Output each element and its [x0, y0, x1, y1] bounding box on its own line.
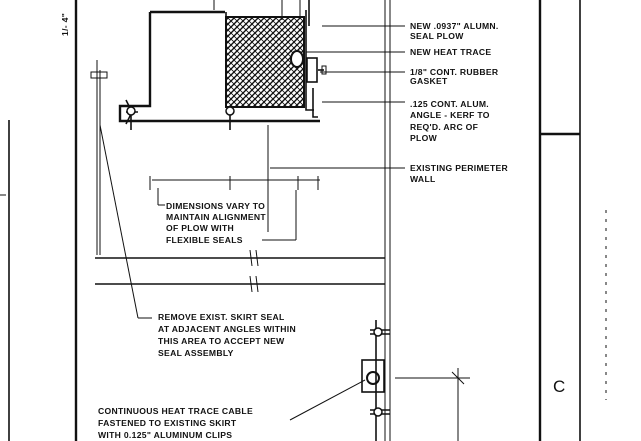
callout-line: NEW .0937" ALUMN.	[410, 21, 499, 31]
break-lines	[95, 249, 385, 293]
callout-line: OF PLOW WITH	[166, 223, 234, 233]
callout-line: NEW HEAT TRACE	[410, 47, 491, 57]
vertical-dimension-label: 1/- 4"	[60, 13, 70, 36]
callout-line: WITH 0.125" ALUMINUM CLIPS	[98, 430, 232, 440]
callout-skirt-seal: REMOVE EXIST. SKIRT SEAL AT ADJACENT ANG…	[158, 312, 296, 358]
callout-line: REQ'D. ARC OF	[410, 122, 478, 132]
leader-lines	[99, 25, 405, 421]
callout-heat-trace: NEW HEAT TRACE	[410, 47, 491, 57]
callout-line: AT ADJACENT ANGLES WITHIN	[158, 324, 296, 334]
callout-line: WALL	[410, 174, 436, 184]
callout-line: SEAL PLOW	[410, 31, 464, 41]
callout-line: DIMENSIONS VARY TO	[166, 201, 265, 211]
callout-line: THIS AREA TO ACCEPT NEW	[158, 336, 285, 346]
callout-perimeter-wall: EXISTING PERIMETER WALL	[410, 163, 509, 184]
dimension-strings	[149, 125, 320, 241]
callout-line: SEAL ASSEMBLY	[158, 348, 234, 358]
callout-line: ANGLE - KERF TO	[410, 110, 490, 120]
callout-line: FASTENED TO EXISTING SKIRT	[98, 418, 237, 428]
existing-perimeter-wall	[90, 0, 391, 441]
callout-line: MAINTAIN ALIGNMENT	[166, 212, 266, 222]
callout-line: FLEXIBLE SEALS	[166, 235, 243, 245]
callout-line: 1/8" CONT. RUBBER	[410, 67, 499, 77]
heat-trace-cable	[290, 50, 304, 68]
existing-skirt-section	[361, 320, 470, 441]
sheet-frame	[0, 0, 607, 441]
callout-dimensions: DIMENSIONS VARY TO MAINTAIN ALIGNMENT OF…	[166, 201, 266, 245]
callout-line: REMOVE EXIST. SKIRT SEAL	[158, 312, 285, 322]
callout-line: CONTINUOUS HEAT TRACE CABLE	[98, 406, 253, 416]
callout-gasket: 1/8" CONT. RUBBER GASKET	[410, 67, 499, 86]
callout-seal-plow: NEW .0937" ALUMN. SEAL PLOW	[410, 21, 499, 41]
callout-heat-trace-cable: CONTINUOUS HEAT TRACE CABLE FASTENED TO …	[98, 406, 253, 440]
callout-line: .125 CONT. ALUM.	[410, 99, 489, 109]
callout-angle: .125 CONT. ALUM. ANGLE - KERF TO REQ'D. …	[410, 99, 490, 143]
grid-reference-letter: C	[553, 377, 565, 396]
callout-line: EXISTING PERIMETER	[410, 163, 509, 173]
seal-plow-assembly	[118, 0, 327, 130]
callout-line: PLOW	[410, 133, 438, 143]
callout-line: GASKET	[410, 76, 448, 86]
